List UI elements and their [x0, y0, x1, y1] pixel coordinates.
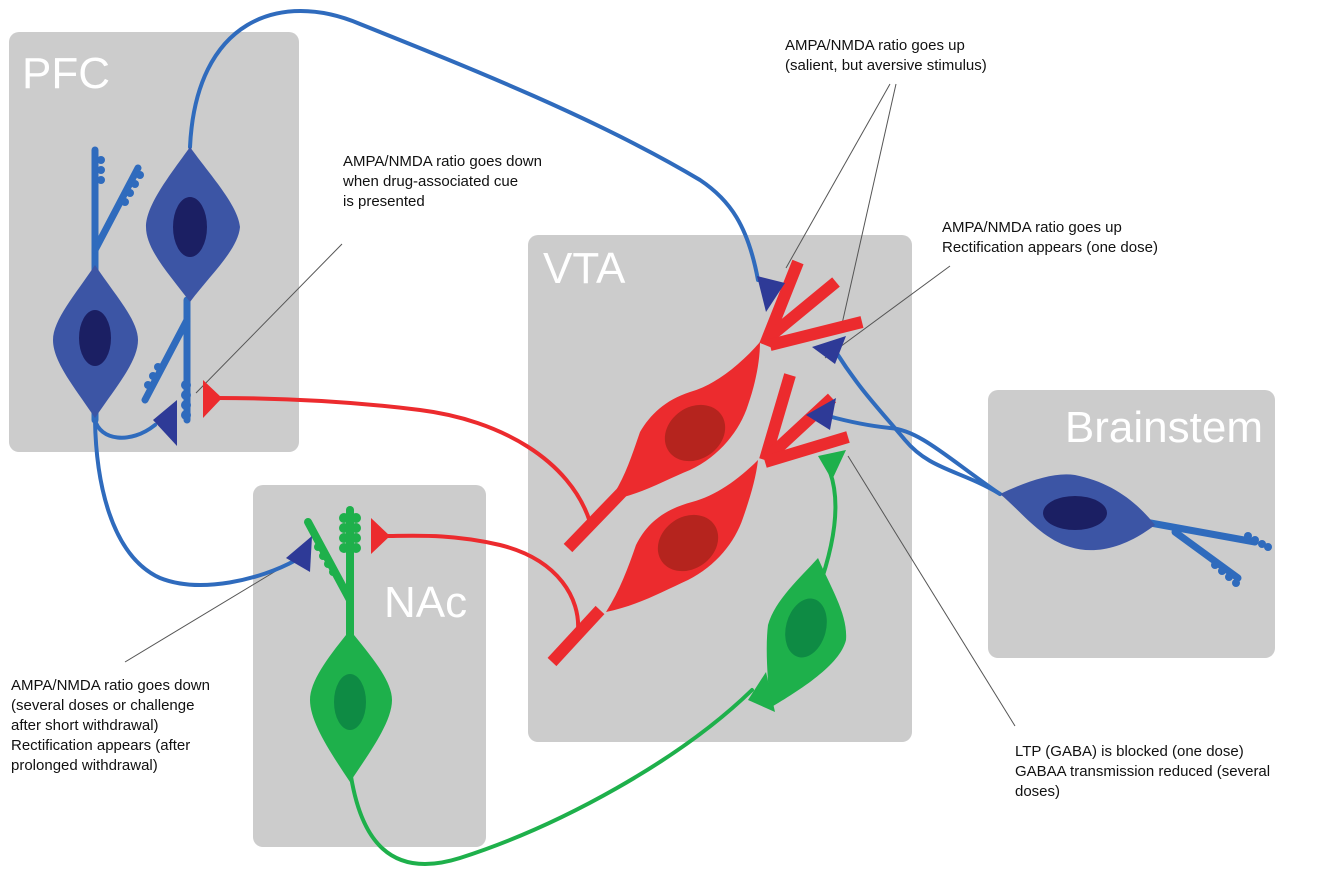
gaba-annotation: LTP (GABA) is blocked (one dose) GABAA t… [1015, 743, 1271, 800]
vta-to-pfc-axon [214, 396, 592, 524]
vta-gaba-nucleus [785, 598, 827, 658]
brainstem-label: Brainstem [1065, 403, 1263, 452]
pfc-to-nac-axon [93, 418, 298, 587]
pfc-neuron-upper [141, 147, 240, 424]
axon-paths [93, 9, 1002, 866]
pfc-to-vta-axon [188, 9, 760, 282]
vta-top-annotation: AMPA/NMDA ratio goes up (salient, but av… [785, 37, 987, 74]
vta-neuron-upper [563, 259, 864, 553]
pfc-annotation: AMPA/NMDA ratio goes down when drug-asso… [343, 153, 542, 210]
pfc-loop-axon [93, 418, 157, 440]
nac-label: NAc [384, 578, 467, 627]
vta-to-nac-axon [382, 533, 581, 632]
nac-neuron [304, 506, 392, 782]
nac-pointer-line [124, 556, 300, 663]
brainstem-to-vta-axon-2 [826, 414, 1002, 496]
vta-to-pfc-terminal [203, 380, 222, 418]
synaptic-terminals [153, 276, 846, 712]
pfc-neuron-lower [53, 146, 144, 424]
nac-annotation: AMPA/NMDA ratio goes down (several doses… [11, 677, 210, 774]
vta-upper-nucleus [664, 404, 726, 462]
brainstem-terminal-lower [806, 398, 836, 430]
vta-label: VTA [543, 244, 626, 293]
brainstem-nucleus [1043, 496, 1107, 530]
pfc-lower-nucleus [79, 310, 111, 366]
vta-gaba-terminal [818, 450, 846, 480]
vta-to-nac-terminal [371, 518, 390, 554]
pfc-upper-nucleus [173, 197, 207, 257]
vta-gaba-neuron [766, 558, 847, 708]
vta-lower-nucleus [657, 514, 719, 572]
pfc-pointer-line [195, 243, 343, 394]
brainstem-to-vta-axon-1 [834, 350, 1002, 496]
brainstem-neuron [1000, 474, 1272, 587]
vta-mid-pointer-line [824, 265, 951, 359]
brainstem-terminal-upper [812, 336, 846, 364]
pfc-loop-terminal [153, 400, 177, 446]
vta-mid-annotation: AMPA/NMDA ratio goes up Rectification ap… [942, 219, 1158, 256]
nac-nucleus [334, 674, 366, 730]
pfc-to-vta-terminal [757, 276, 785, 312]
vta-region [528, 235, 912, 742]
vta-top-pointer-line-1 [785, 83, 891, 269]
pfc-to-nac-terminal [286, 536, 312, 572]
nac-to-vta-terminal [748, 672, 775, 712]
gaba-pointer-line [847, 455, 1016, 727]
pfc-label: PFC [22, 49, 110, 98]
annotation-pointer-lines [124, 83, 1016, 727]
nac-to-vta-axon [348, 688, 754, 866]
vta-top-pointer-line-2 [841, 83, 897, 325]
